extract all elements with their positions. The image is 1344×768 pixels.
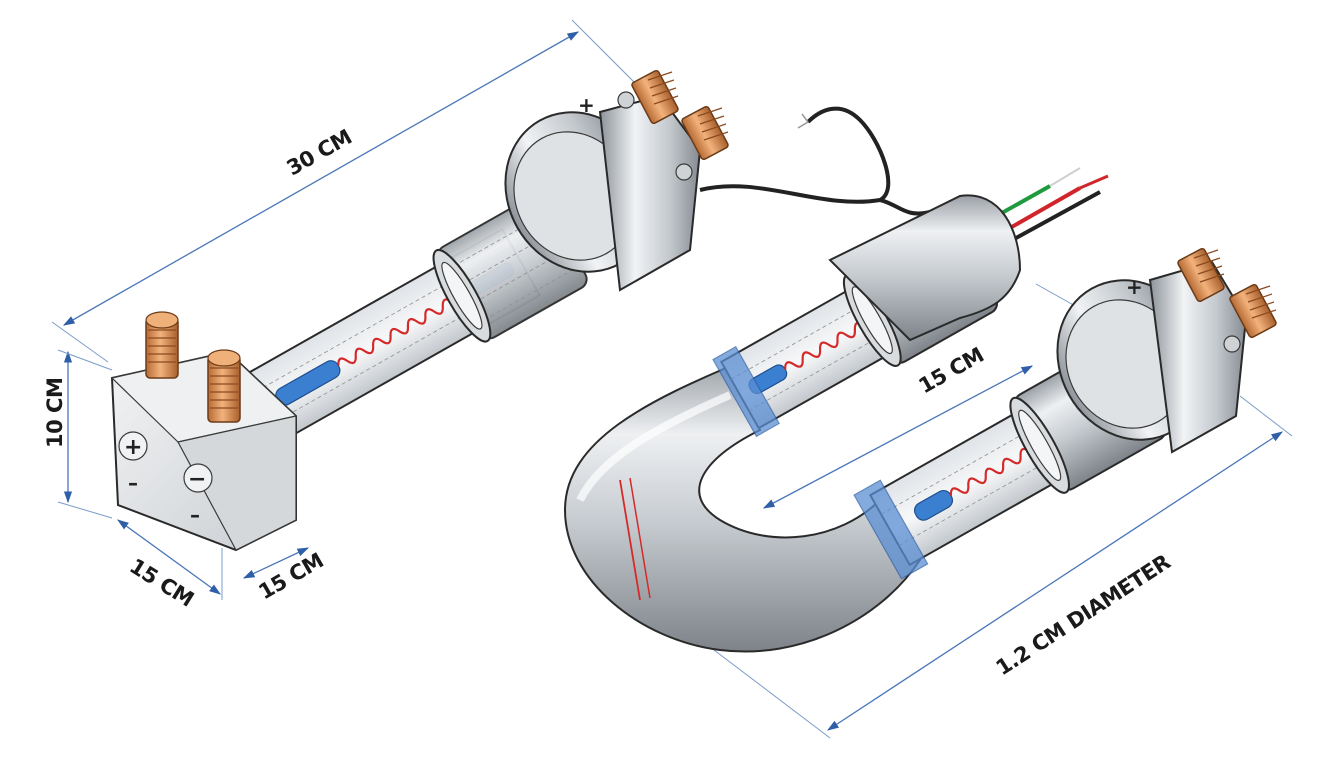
u-positive-sign: + (1126, 275, 1143, 299)
red-wire (1009, 186, 1081, 230)
black-wire (699, 106, 891, 204)
label-width-15cm: 15 CM (125, 554, 197, 612)
block-positive-sign: + (124, 435, 142, 460)
negative-terminal-icon (183, 463, 213, 493)
dim-line-diameter (827, 431, 1283, 731)
positive-terminal-icon (118, 431, 148, 461)
ext-line (57, 501, 113, 519)
left-terminal-block: + – − – (110, 311, 298, 552)
block-minus-small: – (190, 503, 200, 527)
label-diameter: 1.2 CM DIAMETER (992, 550, 1175, 680)
label-inner-15cm: 15 CM (915, 343, 988, 399)
dimension-lines (51, 19, 1293, 739)
straight-heater-end-cap: + (504, 91, 702, 292)
screw-icon (675, 163, 693, 181)
u-heater-end-cap: + (1056, 247, 1277, 454)
dim-line-15cm-depth (242, 547, 310, 579)
label-height-10cm: 10 CM (43, 378, 67, 448)
weld-line (619, 479, 641, 601)
ext-line (57, 349, 113, 371)
copper-terminal-post (631, 69, 729, 161)
dim-line-30cm (62, 31, 580, 326)
straight-heater: + + – − – (110, 69, 729, 552)
green-wire (999, 184, 1051, 216)
u-shaped-heater: + (563, 194, 1277, 653)
ext-line (1239, 395, 1293, 437)
blue-band (712, 346, 780, 438)
screw-icon (617, 91, 635, 109)
block-negative-sign: − (188, 467, 206, 492)
lead-wires (699, 106, 1109, 240)
screw-icon (1223, 335, 1241, 353)
label-length-30cm: 30 CM (283, 125, 356, 181)
label-depth-15cm: 15 CM (255, 548, 328, 604)
heating-coil (337, 288, 470, 366)
ext-line (713, 649, 831, 739)
dim-line-15cm-width (117, 519, 221, 595)
u-upper-cap (828, 194, 1022, 342)
block-minus-small: – (128, 471, 138, 495)
ext-line (51, 321, 109, 363)
blue-band (853, 479, 929, 580)
positive-sign: + (578, 93, 595, 117)
black-lead-wire (1015, 190, 1101, 240)
ext-line (571, 19, 641, 89)
